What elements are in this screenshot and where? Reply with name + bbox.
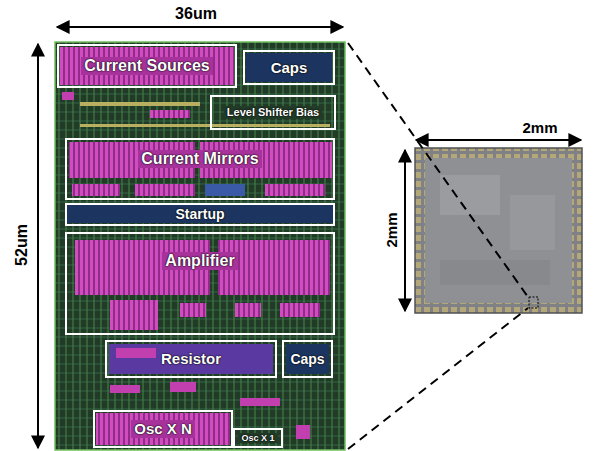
chip-die xyxy=(415,148,582,313)
chip-block xyxy=(440,260,550,285)
device xyxy=(240,398,280,406)
layout-block: Caps xyxy=(282,340,333,378)
layout-block: Level Shifter Bias xyxy=(210,95,336,130)
device xyxy=(235,303,261,317)
layout-block: Startup xyxy=(65,203,335,226)
layout-block: Caps xyxy=(243,50,335,85)
block-label: Amplifier xyxy=(162,252,237,270)
device xyxy=(280,303,320,317)
layout-block: Amplifier xyxy=(65,232,335,335)
layout-block: Current Sources xyxy=(57,44,237,88)
device xyxy=(265,184,325,196)
dimension-arrow xyxy=(416,139,581,141)
block-label: Resistor xyxy=(158,350,224,367)
chip-block xyxy=(440,175,500,215)
chip-core xyxy=(425,158,572,303)
device xyxy=(170,382,196,392)
transistor-array xyxy=(60,47,234,85)
device xyxy=(205,184,245,196)
layout-block: Osc X 1 xyxy=(233,428,283,448)
block-label: Current Mirrors xyxy=(138,150,261,168)
device xyxy=(296,425,310,439)
dimension-arrow xyxy=(37,44,39,448)
block-label: Caps xyxy=(287,351,327,367)
capacitor-array xyxy=(246,53,332,82)
metal-route xyxy=(80,102,200,106)
block-label: Caps xyxy=(268,59,311,76)
dimension-arrow xyxy=(57,26,343,28)
device xyxy=(110,300,158,330)
device xyxy=(180,303,206,317)
device xyxy=(150,110,190,118)
device xyxy=(110,385,140,393)
device xyxy=(135,184,195,196)
dimension-label: 2mm xyxy=(522,120,557,135)
block-label: Osc X 1 xyxy=(238,433,277,443)
device xyxy=(62,92,74,100)
dimension-label: 36um xyxy=(175,6,217,22)
block-label: Current Sources xyxy=(81,57,212,75)
resistor-array xyxy=(109,344,273,374)
block-label: Osc X N xyxy=(131,420,195,437)
dimension-label: 2mm xyxy=(384,212,399,247)
capacitor-array xyxy=(286,344,329,374)
dimension-arrow xyxy=(404,150,406,311)
layout-block: Resistor xyxy=(105,340,277,378)
layout-edge xyxy=(55,42,345,450)
zoom-marker xyxy=(529,297,538,308)
zoom-line xyxy=(348,43,528,297)
layout-block: Current Mirrors xyxy=(65,138,335,200)
metal-route xyxy=(80,124,330,127)
dimension-label: 52um xyxy=(14,224,30,266)
layout-ground xyxy=(55,42,345,450)
block-label: Level Shifter Bias xyxy=(224,106,322,119)
startup-band xyxy=(67,205,333,223)
chip-block xyxy=(510,195,555,250)
device xyxy=(72,184,120,196)
layout-block: Osc X N xyxy=(93,410,233,448)
zoom-line xyxy=(348,308,528,449)
block-label: Startup xyxy=(173,206,228,222)
device xyxy=(116,348,156,358)
oscillator-array xyxy=(96,413,230,445)
